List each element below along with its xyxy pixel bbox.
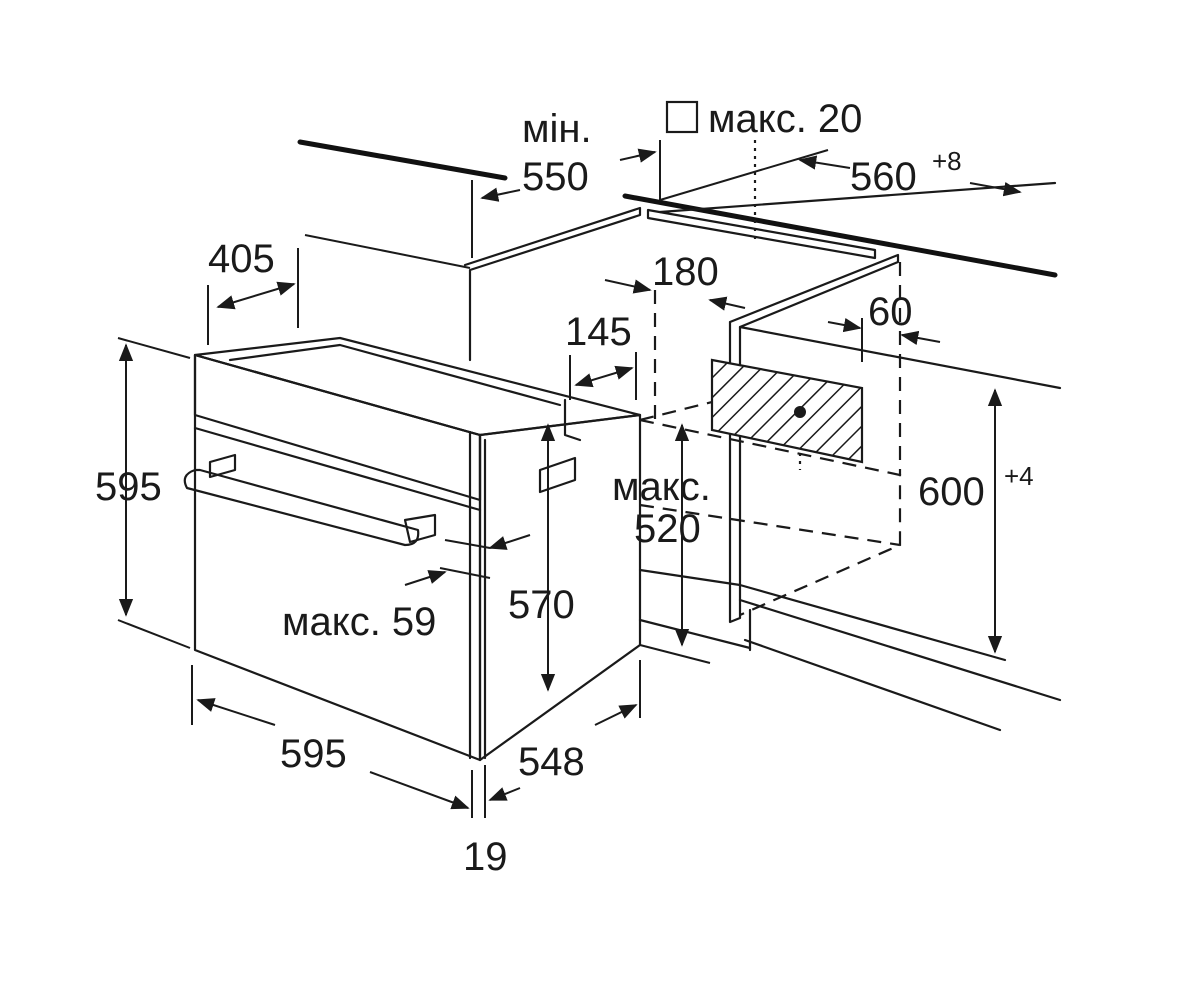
socket-area — [710, 358, 864, 464]
dim-59-arrow-bottom — [404, 570, 447, 586]
label-min-value: 550 — [522, 155, 589, 199]
dim-550-arrow — [480, 187, 521, 202]
cabinet-base-front — [638, 568, 742, 587]
oven-side-step — [563, 398, 582, 442]
cabinet-floor-line — [743, 638, 1002, 732]
dimension-labels: мін. 550 макс. 20 560 +8 405 180 60 145 … — [95, 97, 1034, 879]
dim-595w-arrow-right — [369, 771, 470, 810]
dim-145-line — [574, 365, 634, 388]
dimension-lines — [117, 140, 1022, 818]
label-19: 19 — [463, 835, 508, 879]
countertop-left-edge — [297, 139, 508, 181]
label-height-oven: 595 — [95, 465, 162, 509]
recess-dashed-floor — [639, 503, 901, 547]
dim-548-arrow-right — [594, 704, 638, 726]
dim-595h-ext-top — [117, 337, 191, 359]
dim-59-arrow-top — [488, 534, 531, 550]
oven-side-bracket — [538, 456, 577, 494]
label-145: 145 — [565, 310, 632, 354]
label-width-cutout: 560 — [850, 155, 917, 199]
label-max-top: макс. 20 — [708, 97, 862, 141]
cabinet-outline — [297, 139, 1062, 732]
label-405: 405 — [208, 237, 275, 281]
label-180: 180 — [652, 250, 719, 294]
label-max-520-a: макс. — [612, 465, 711, 509]
oven-handle — [183, 468, 420, 547]
square-symbol-icon — [665, 100, 699, 134]
dim-60-arrow-left — [827, 317, 862, 333]
dim-405-line — [216, 281, 296, 310]
dim-59-ext-top — [444, 539, 491, 549]
dim-405-guide — [304, 234, 471, 269]
cabinet-plinth-line — [638, 618, 752, 650]
label-60: 60 — [868, 290, 913, 334]
top-rail — [646, 208, 877, 260]
label-570: 570 — [508, 583, 575, 627]
label-max-59: макс. 59 — [282, 600, 436, 644]
label-width-cutout-tol: +8 — [932, 146, 962, 176]
dim-595h-ext-bottom — [117, 619, 191, 649]
dim-595w-arrow-left — [196, 698, 276, 726]
dim-550-arrow-right — [619, 148, 657, 163]
label-height-cutout: 600 — [918, 470, 985, 514]
oven — [183, 336, 642, 762]
socket-point-icon — [794, 406, 806, 418]
oven-top-inner — [228, 343, 562, 407]
dim-548-arrow-left — [488, 787, 521, 801]
handle-bracket-right — [403, 513, 437, 544]
handle-bracket-left — [208, 453, 237, 479]
cabinet-bottom-line-b — [738, 598, 1062, 702]
recess-dashed-back — [639, 393, 741, 422]
cabinet-bottom-line-a — [738, 583, 1007, 662]
hatched-socket-zone — [710, 358, 864, 464]
countertop-back-line — [658, 181, 1057, 214]
dim-180-arrow-right — [708, 296, 746, 311]
dim-59-ext-bottom — [439, 567, 491, 579]
oven-door-top-edge — [193, 426, 482, 512]
dim-560-arrow-left — [798, 155, 851, 170]
label-width-oven: 595 — [280, 732, 347, 776]
dim-560-left-line — [659, 149, 829, 201]
label-min: мін. — [522, 107, 592, 151]
dim-180-arrow-left — [604, 279, 652, 294]
oven-control-panel — [193, 353, 482, 502]
dim-60-arrow-right — [900, 330, 941, 346]
dim-520-ext — [639, 644, 711, 664]
recess-dashed-outline — [639, 418, 902, 617]
dim-560-arrow-right — [969, 182, 1022, 197]
label-max-520-b: 520 — [634, 507, 701, 551]
label-depth-oven: 548 — [518, 740, 585, 784]
label-height-cutout-tol: +4 — [1004, 461, 1034, 491]
cabinet-left-panel — [463, 206, 642, 362]
oven-front-face — [193, 353, 482, 762]
